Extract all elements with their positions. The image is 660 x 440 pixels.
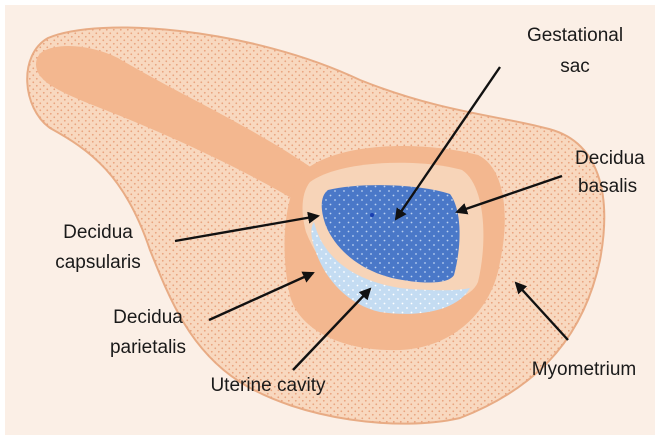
label-gestational-sac-line2: sac [560,56,590,77]
embryo-dot [370,213,374,217]
label-decidua-basalis-line2: basalis [578,176,637,197]
label-decidua-capsularis-line2: capsularis [55,252,141,273]
label-decidua-basalis-line1: Decidua [575,148,645,169]
label-myometrium: Myometrium [532,359,637,380]
label-decidua-parietalis-line1: Decidua [113,307,183,328]
label-decidua-parietalis-line2: parietalis [110,337,186,358]
label-gestational-sac-line1: Gestational [527,25,623,46]
label-uterine-cavity: Uterine cavity [210,375,326,396]
label-decidua-capsularis-line1: Decidua [63,222,133,243]
